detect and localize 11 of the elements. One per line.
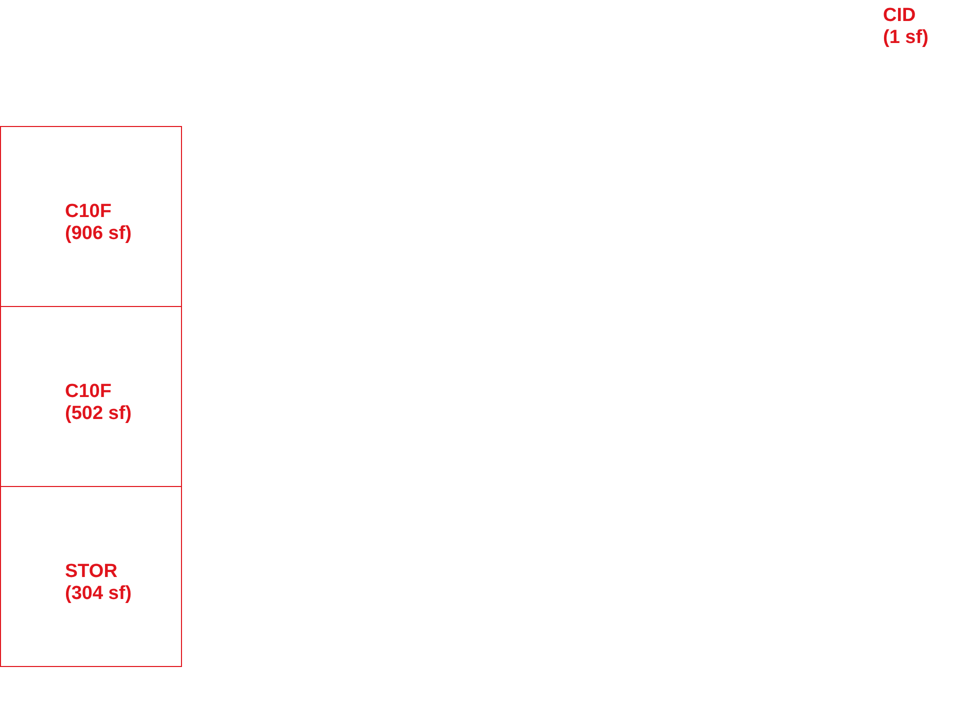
room-outline [0,306,182,487]
room-area: (304 sf) [65,583,132,605]
room-name: STOR [65,561,118,583]
room-outline [0,486,182,667]
room-outline [0,126,182,307]
room-name: CID [883,5,916,27]
room-area: (502 sf) [65,403,132,425]
room-area: (1 sf) [883,27,928,49]
room-name: C10F [65,201,112,223]
room-name: C10F [65,381,112,403]
room-area: (906 sf) [65,223,132,245]
